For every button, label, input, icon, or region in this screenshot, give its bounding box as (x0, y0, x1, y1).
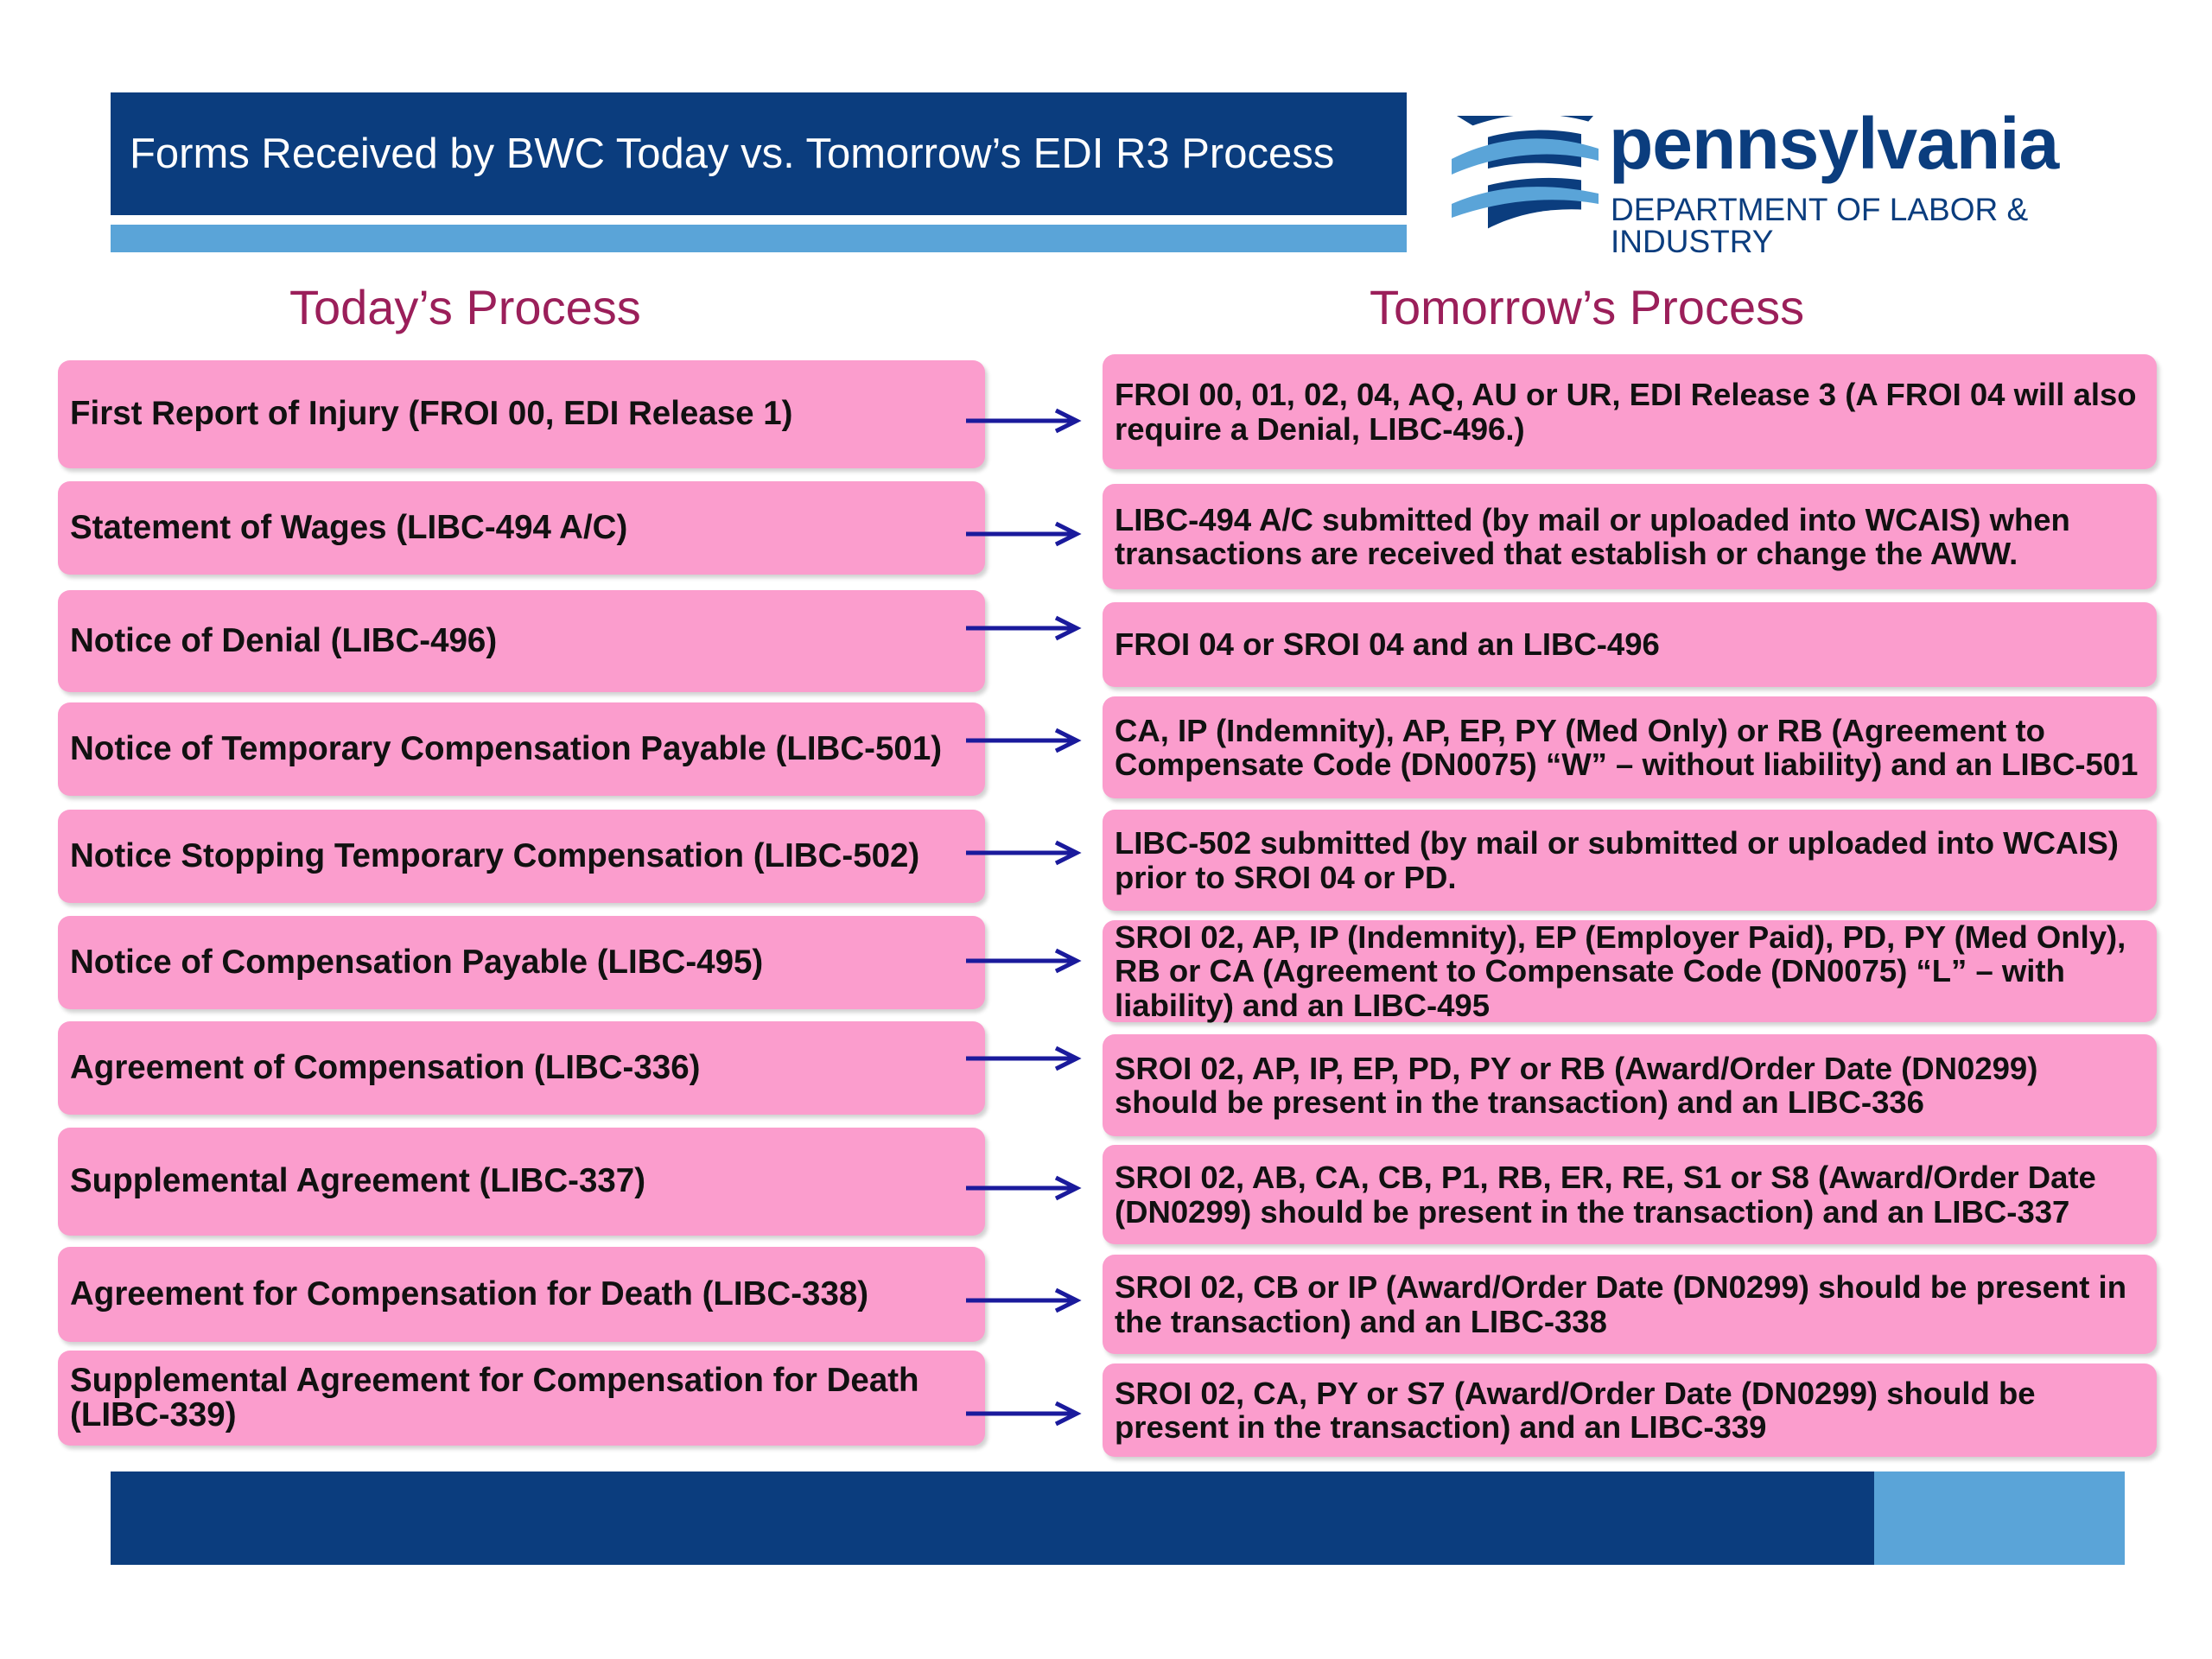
tomorrow-column-title: Tomorrow’s Process (1370, 280, 1805, 334)
tomorrow-box-wages: LIBC-494 A/C submitted (by mail or uploa… (1103, 484, 2157, 589)
today-box-label: Notice of Denial (LIBC-496) (70, 621, 498, 659)
tomorrow-box-temp-comp: CA, IP (Indemnity), AP, EP, PY (Med Only… (1103, 696, 2157, 798)
arrow-icon (966, 840, 1082, 866)
tomorrow-box-label: SROI 02, CB or IP (Award/Order Date (DN0… (1115, 1269, 2126, 1339)
tomorrow-box-supplemental: SROI 02, AB, CA, CB, P1, RB, ER, RE, S1 … (1103, 1145, 2157, 1244)
today-box-label: Notice of Compensation Payable (LIBC-495… (70, 943, 764, 981)
tomorrow-box-death: SROI 02, CB or IP (Award/Order Date (DN0… (1103, 1255, 2157, 1354)
today-box-comp-payable: Notice of Compensation Payable (LIBC-495… (58, 916, 985, 1009)
tomorrow-box-label: SROI 02, AB, CA, CB, P1, RB, ER, RE, S1 … (1115, 1160, 2096, 1230)
today-box-label: Supplemental Agreement for Compensation … (70, 1361, 919, 1433)
today-box-froi: First Report of Injury (FROI 00, EDI Rel… (58, 360, 985, 468)
tomorrow-box-supplemental-death: SROI 02, CA, PY or S7 (Award/Order Date … (1103, 1363, 2157, 1457)
today-box-label: Statement of Wages (LIBC-494 A/C) (70, 508, 628, 546)
today-box-label: Supplemental Agreement (LIBC-337) (70, 1162, 646, 1200)
logo-department: DEPARTMENT OF LABOR & INDUSTRY (1611, 192, 2029, 259)
arrow-icon (966, 1175, 1082, 1201)
today-box-denial: Notice of Denial (LIBC-496) (58, 590, 985, 692)
tomorrow-box-label: LIBC-502 submitted (by mail or submitted… (1115, 825, 2119, 895)
arrow-icon (966, 728, 1082, 753)
header-bar: Forms Received by BWC Today vs. Tomorrow… (111, 92, 1407, 215)
today-column-title: Today’s Process (289, 280, 641, 334)
tomorrow-box-label: SROI 02, AP, IP, EP, PD, PY or RB (Award… (1115, 1050, 2038, 1120)
footer-accent (1874, 1471, 2125, 1565)
today-box-agreement: Agreement of Compensation (LIBC-336) (58, 1021, 985, 1115)
arrow-icon (966, 408, 1082, 434)
arrow-icon (966, 1046, 1082, 1071)
page-title: Forms Received by BWC Today vs. Tomorrow… (130, 130, 1335, 177)
today-box-label: First Report of Injury (FROI 00, EDI Rel… (70, 395, 793, 433)
today-box-label: Notice Stopping Temporary Compensation (… (70, 836, 920, 874)
tomorrow-box-label: CA, IP (Indemnity), AP, EP, PY (Med Only… (1115, 712, 2139, 782)
tomorrow-box-agreement: SROI 02, AP, IP, EP, PD, PY or RB (Award… (1103, 1034, 2157, 1136)
logo-wordmark: pennsylvania (1609, 103, 2059, 184)
arrow-icon (966, 948, 1082, 974)
tomorrow-box-label: LIBC-494 A/C submitted (by mail or uploa… (1115, 501, 2070, 571)
tomorrow-box-froi: FROI 00, 01, 02, 04, AQ, AU or UR, EDI R… (1103, 354, 2157, 469)
today-box-label: Agreement for Compensation for Death (LI… (70, 1274, 869, 1313)
tomorrow-box-label: FROI 00, 01, 02, 04, AQ, AU or UR, EDI R… (1115, 377, 2137, 447)
tomorrow-box-label: SROI 02, CA, PY or S7 (Award/Order Date … (1115, 1375, 2036, 1445)
today-box-death: Agreement for Compensation for Death (LI… (58, 1247, 985, 1342)
pa-logo: pennsylvania DEPARTMENT OF LABOR & INDUS… (1452, 97, 2143, 257)
tomorrow-box-label: FROI 04 or SROI 04 and an LIBC-496 (1115, 626, 1660, 663)
tomorrow-box-stop-temp-comp: LIBC-502 submitted (by mail or submitted… (1103, 810, 2157, 911)
arrow-icon (966, 1401, 1082, 1427)
today-box-wages: Statement of Wages (LIBC-494 A/C) (58, 481, 985, 575)
tomorrow-box-denial: FROI 04 or SROI 04 and an LIBC-496 (1103, 602, 2157, 687)
footer-bar (111, 1471, 1874, 1565)
arrow-icon (966, 521, 1082, 547)
tomorrow-box-label: SROI 02, AP, IP (Indemnity), EP (Employe… (1115, 918, 2126, 1023)
header-accent-stripe (111, 225, 1407, 252)
tomorrow-box-comp-payable: SROI 02, AP, IP (Indemnity), EP (Employe… (1103, 920, 2157, 1022)
today-box-supplemental: Supplemental Agreement (LIBC-337) (58, 1128, 985, 1236)
keystone-icon (1452, 114, 1599, 243)
today-box-label: Agreement of Compensation (LIBC-336) (70, 1048, 701, 1086)
today-box-temp-comp: Notice of Temporary Compensation Payable… (58, 702, 985, 796)
today-box-supplemental-death: Supplemental Agreement for Compensation … (58, 1351, 985, 1446)
today-box-label: Notice of Temporary Compensation Payable… (70, 729, 943, 767)
arrow-icon (966, 615, 1082, 641)
arrow-icon (966, 1287, 1082, 1313)
today-box-stop-temp-comp: Notice Stopping Temporary Compensation (… (58, 810, 985, 903)
